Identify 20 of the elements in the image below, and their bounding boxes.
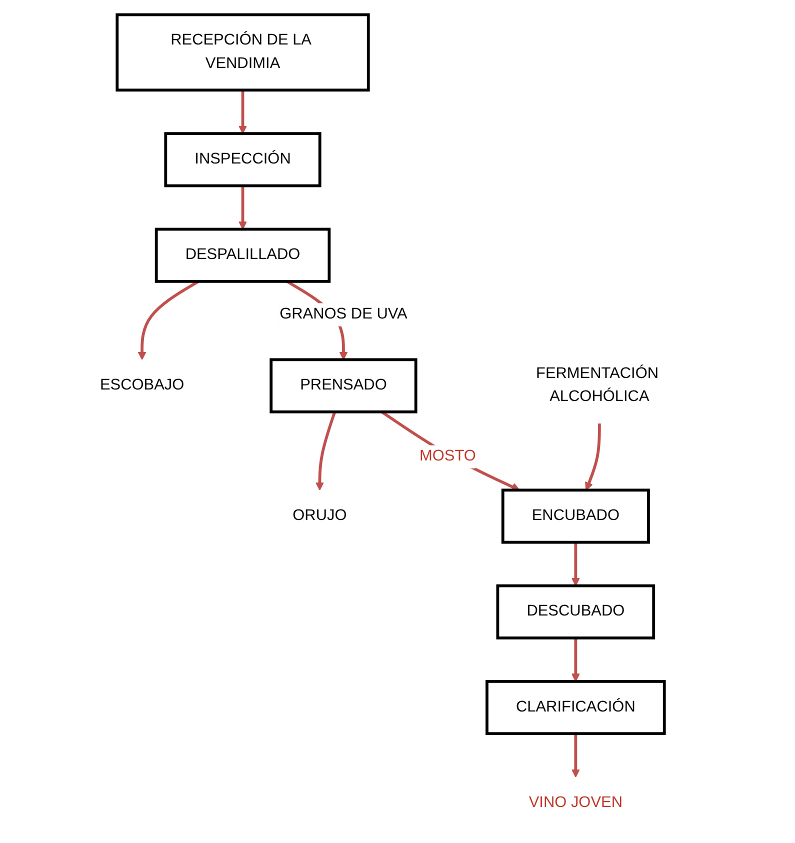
arrow [570, 542, 580, 586]
arrow [570, 733, 580, 777]
node-box: PRENSADO [269, 358, 417, 413]
arrow [238, 185, 246, 230]
arrow [570, 637, 580, 682]
node-box: INSPECCIÓN [164, 132, 321, 187]
node-box: DESCUBADO [496, 584, 655, 639]
node-text: ESCOBAJO [99, 376, 184, 393]
node-text: FERMENTACIÓN ALCOHÓLICA [536, 364, 658, 405]
edge-label: GRANOS DE UVA [279, 306, 407, 322]
edge-label: MOSTO [418, 448, 476, 464]
arrow [238, 90, 246, 134]
node-box: DESPALILLADO [154, 227, 330, 282]
node-text: ORUJO [292, 507, 346, 524]
arrow [584, 422, 600, 490]
arrow [314, 410, 336, 490]
node-text: VINO JOVEN [528, 794, 622, 810]
node-box: ENCUBADO [500, 488, 650, 544]
node-box: CLARIFICACIÓN [485, 679, 666, 735]
node-box: RECEPCIÓN DE LA VENDIMIA [115, 12, 370, 92]
